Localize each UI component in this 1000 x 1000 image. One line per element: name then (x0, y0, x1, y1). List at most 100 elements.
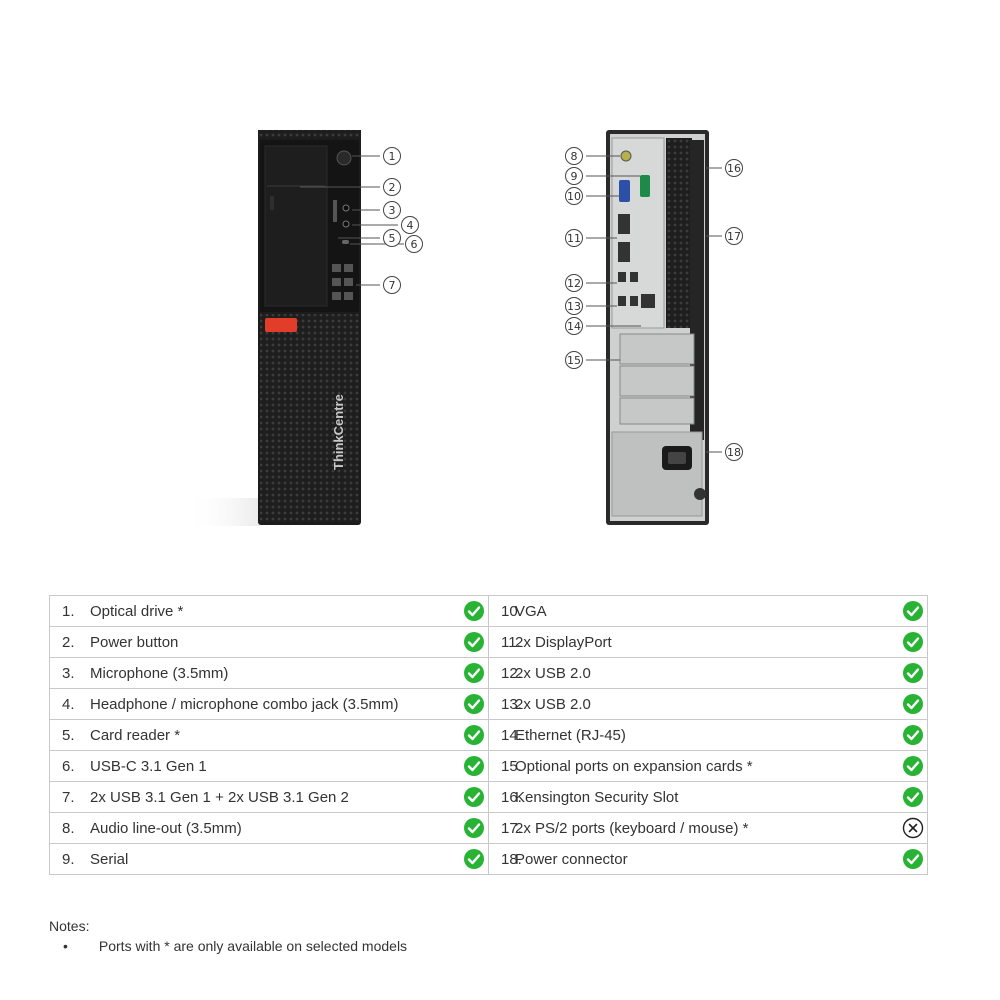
rear-vent (666, 138, 692, 328)
port-number: 12. (501, 664, 522, 682)
port-cell: 14.Ethernet (RJ-45) (488, 719, 928, 751)
serial-port-icon (640, 175, 650, 197)
port-number: 1. (62, 602, 75, 620)
front-view: ThinkCentre (185, 130, 361, 526)
callout-marker: 1 (383, 147, 401, 165)
front-callouts (300, 155, 404, 286)
microphone-jack-icon (342, 204, 350, 212)
card-reader-slot (333, 200, 337, 222)
port-label: 2x DisplayPort (515, 633, 612, 651)
audio-out-icon (620, 150, 632, 162)
port-label: Ethernet (RJ-45) (515, 726, 626, 744)
check-icon (464, 632, 484, 652)
port-label: 2x USB 2.0 (515, 664, 591, 682)
check-icon (464, 849, 484, 869)
usb-port-icon (332, 292, 341, 300)
port-label: Headphone / microphone combo jack (3.5mm… (90, 695, 399, 713)
port-number: 8. (62, 819, 75, 837)
expansion-slot (619, 397, 695, 425)
power-button-icon (336, 150, 352, 166)
port-cell: 18.Power connector (488, 843, 928, 875)
port-cell: 16.Kensington Security Slot (488, 781, 928, 813)
usb-port-icon (332, 264, 341, 272)
table-row: 3.Microphone (3.5mm)12.2x USB 2.0 (49, 657, 928, 689)
check-icon (464, 725, 484, 745)
check-icon (464, 787, 484, 807)
callout-marker: 16 (725, 159, 743, 177)
displayport-icon (618, 214, 630, 234)
port-cell: 11.2x DisplayPort (488, 626, 928, 658)
port-label: Audio line-out (3.5mm) (90, 819, 242, 837)
port-number: 11. (501, 633, 521, 651)
check-icon (464, 601, 484, 621)
usb-c-port-icon (342, 240, 349, 244)
table-row: 5.Card reader *14.Ethernet (RJ-45) (49, 719, 928, 751)
callout-marker: 17 (725, 227, 743, 245)
port-cell: 5.Card reader * (49, 719, 489, 751)
product-illustration: ThinkCentre (185, 130, 722, 526)
port-cell: 7.2x USB 3.1 Gen 1 + 2x USB 3.1 Gen 2 (49, 781, 489, 813)
port-label: 2x USB 3.1 Gen 1 + 2x USB 3.1 Gen 2 (90, 788, 349, 806)
note-bullet: • (63, 938, 68, 954)
port-label: 2x PS/2 ports (keyboard / mouse) * (515, 819, 749, 837)
expansion-slot (619, 365, 695, 397)
usb-port-icon (344, 292, 353, 300)
port-number: 16. (501, 788, 522, 806)
port-label: Serial (90, 850, 129, 868)
check-icon (903, 601, 923, 621)
check-icon (464, 663, 484, 683)
callout-marker: 10 (565, 187, 583, 205)
ethernet-port-icon (641, 294, 655, 308)
callout-marker: 12 (565, 274, 583, 292)
port-cell: 8. Audio line-out (3.5mm) (49, 812, 489, 844)
callout-marker: 2 (383, 178, 401, 196)
port-number: 13. (501, 695, 522, 713)
usb-port-icon (618, 272, 626, 282)
usb-port-icon (344, 278, 353, 286)
check-icon (903, 787, 923, 807)
port-label: VGA (515, 602, 547, 620)
rear-callouts (586, 155, 722, 453)
port-cell: 17.2x PS/2 ports (keyboard / mouse) * (488, 812, 928, 844)
port-cell: 9.Serial (49, 843, 489, 875)
check-icon (903, 663, 923, 683)
port-cell: 2. Power button (49, 626, 489, 658)
callout-marker: 11 (565, 229, 583, 247)
notes-section: Notes: • Ports with * are only available… (49, 918, 407, 954)
port-label: 2x USB 2.0 (515, 695, 591, 713)
port-number: 6. (62, 757, 75, 775)
usb-port-icon (344, 264, 353, 272)
port-cell: 12.2x USB 2.0 (488, 657, 928, 689)
rear-view (606, 130, 709, 525)
port-label: Microphone (3.5mm) (90, 664, 229, 682)
check-icon (903, 849, 923, 869)
table-row: 1.Optical drive *10.VGA (49, 595, 928, 627)
vga-port-icon (619, 180, 630, 202)
callout-marker: 5 (383, 229, 401, 247)
port-label: Power connector (515, 850, 628, 868)
callout-marker: 15 (565, 351, 583, 369)
port-cell: 6.USB-C 3.1 Gen 1 (49, 750, 489, 782)
check-icon (903, 725, 923, 745)
x-circle-icon (902, 817, 924, 839)
port-number: 18. (501, 850, 522, 868)
port-cell: 1.Optical drive * (49, 595, 489, 627)
port-cell: 13.2x USB 2.0 (488, 688, 928, 720)
check-icon (903, 632, 923, 652)
port-label: Power button (90, 633, 179, 651)
note-text: Ports with * are only available on selec… (98, 938, 408, 954)
callout-marker: 14 (565, 317, 583, 335)
port-number: 15. (501, 757, 522, 775)
port-number: 2. (62, 633, 75, 651)
callout-marker: 13 (565, 297, 583, 315)
check-icon (464, 818, 484, 838)
expansion-slot (619, 333, 695, 365)
callout-marker: 18 (725, 443, 743, 461)
callout-marker: 4 (401, 216, 419, 234)
port-label: Kensington Security Slot (515, 788, 679, 806)
callout-marker: 3 (383, 201, 401, 219)
headphone-jack-icon (342, 220, 350, 228)
